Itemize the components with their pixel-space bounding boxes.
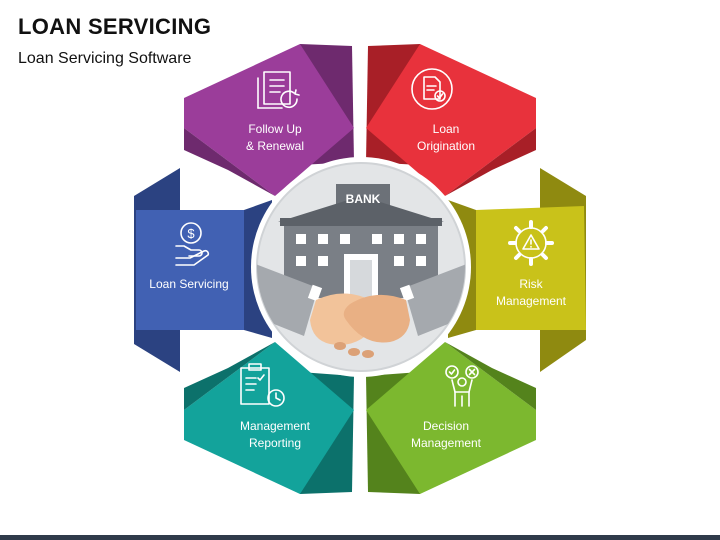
person-choice-icon — [445, 365, 479, 407]
page-title: LOAN SERVICING — [18, 14, 212, 39]
segment-risk-management-label-line2: Management — [496, 294, 567, 308]
segment-follow-up-tail — [184, 128, 275, 196]
segment-risk-management-label-line1: Risk — [519, 277, 543, 291]
segment-loan-origination-tail — [445, 128, 536, 196]
segment-management-reporting-label-line1: Management — [240, 419, 311, 433]
segment-follow-up-label-line2: & Renewal — [246, 139, 304, 153]
segment-follow-up-panel — [184, 44, 354, 196]
segment-decision-management[interactable] — [366, 342, 536, 494]
document-refresh-icon — [257, 71, 300, 109]
segment-loan-origination-panel — [366, 44, 536, 196]
segment-risk-management-panel — [476, 206, 586, 330]
document-check-icon — [411, 68, 453, 110]
segment-loan-servicing-panel — [136, 210, 244, 330]
segment-loan-origination-label-line2: Origination — [417, 139, 475, 153]
segment-management-reporting-label-line2: Reporting — [249, 436, 301, 450]
page-subtitle: Loan Servicing Software — [18, 50, 192, 67]
segment-risk-management[interactable] — [448, 168, 586, 372]
segment-loan-servicing-label: Loan Servicing — [149, 277, 228, 291]
bank-sign: BANK — [346, 192, 381, 206]
segment-loan-origination-label-line1: Loan — [433, 122, 460, 136]
segment-decision-management-tail — [445, 342, 536, 410]
segment-follow-up[interactable] — [184, 44, 354, 196]
footer-bar — [0, 535, 720, 540]
svg-text:$: $ — [187, 226, 195, 241]
segment-management-reporting-tail — [184, 342, 275, 410]
segment-follow-up-label-line1: Follow Up — [248, 122, 302, 136]
segment-management-reporting-panel — [184, 342, 354, 494]
segment-management-reporting[interactable] — [184, 342, 354, 494]
hand-dollar-icon: $ — [175, 222, 210, 266]
segment-decision-management-label-line2: Management — [411, 436, 482, 450]
segment-decision-management-label-line1: Decision — [423, 419, 469, 433]
segment-decision-management-panel — [366, 342, 536, 494]
center-circle: BANK — [251, 157, 471, 377]
segment-loan-origination[interactable] — [366, 44, 536, 196]
clipboard-clock-icon — [240, 363, 285, 407]
gear-warning-icon — [508, 220, 554, 266]
